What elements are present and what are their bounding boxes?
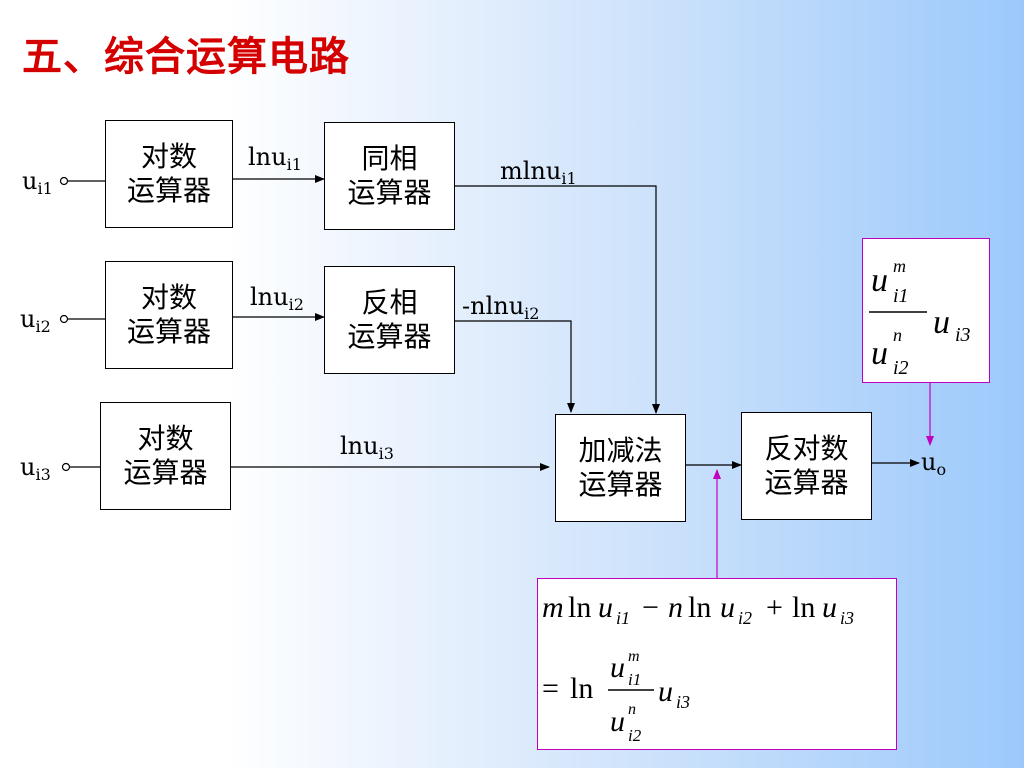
- svg-text:i2: i2: [893, 357, 909, 379]
- svg-text:n: n: [893, 325, 902, 345]
- formula-top: u m i1 u n i2 u i3: [862, 238, 990, 383]
- svg-text:ln: ln: [688, 591, 711, 624]
- block-label-1: 对数: [137, 422, 194, 455]
- block-label-2: 运算器: [764, 466, 849, 499]
- svg-text:+: +: [766, 591, 783, 624]
- svg-text:n: n: [628, 701, 636, 718]
- signal-nlnui2: -nlnui2: [462, 292, 540, 323]
- svg-text:m: m: [893, 256, 906, 276]
- svg-text:u: u: [871, 335, 888, 372]
- svg-text:i3: i3: [955, 324, 971, 346]
- block-label-2: 运算器: [126, 315, 211, 348]
- input-terminal-1: [59, 176, 69, 186]
- add-subtract-amp: 加减法 运算器: [555, 414, 686, 522]
- block-label-1: 加减法: [578, 434, 663, 467]
- block-label-2: 运算器: [123, 456, 208, 489]
- inverting-amp: 反相 运算器: [324, 266, 455, 374]
- formula-top-expression: u m i1 u n i2 u i3: [869, 256, 971, 379]
- wire-nln2: [455, 320, 575, 413]
- svg-text:−: −: [642, 591, 659, 624]
- log-amp-1: 对数 运算器: [105, 120, 233, 228]
- block-label-2: 运算器: [347, 320, 432, 353]
- svg-text:i3: i3: [840, 608, 854, 628]
- log-amp-3: 对数 运算器: [100, 402, 231, 510]
- svg-text:u: u: [933, 304, 950, 341]
- svg-text:i3: i3: [676, 692, 690, 712]
- svg-text:ln: ln: [568, 591, 591, 624]
- svg-text:m: m: [628, 648, 640, 665]
- svg-text:u: u: [610, 705, 625, 738]
- svg-text:ln: ln: [570, 672, 593, 705]
- svg-text:i1: i1: [893, 285, 909, 307]
- svg-text:i1: i1: [628, 670, 641, 689]
- input-terminal-3: [61, 462, 71, 472]
- formula-bottom-expression: m ln u i1 − n ln u i2 + ln u i3 = ln u m…: [542, 591, 854, 745]
- signal-lnui1: lnui1: [248, 143, 302, 174]
- block-label-1: 同相: [361, 142, 418, 175]
- signal-lnui2: lnui2: [250, 283, 304, 314]
- block-label-2: 运算器: [578, 468, 663, 501]
- block-label-1: 反相: [361, 286, 418, 319]
- noninverting-amp: 同相 运算器: [324, 122, 455, 230]
- svg-text:u: u: [720, 591, 735, 624]
- svg-text:i2: i2: [738, 608, 752, 628]
- block-label-1: 对数: [140, 140, 197, 173]
- block-label-1: 反对数: [764, 432, 849, 465]
- signal-mlnui1: mlnui1: [500, 157, 577, 188]
- svg-text:m: m: [542, 591, 564, 624]
- signal-lnui3: lnui3: [340, 432, 394, 463]
- svg-text:u: u: [871, 262, 888, 299]
- wire-mln1: [455, 185, 660, 414]
- svg-text:n: n: [668, 591, 683, 624]
- block-label-2: 运算器: [347, 176, 432, 209]
- signal-ui3: ui3: [20, 453, 51, 484]
- signal-uo: uo: [921, 448, 947, 479]
- svg-text:u: u: [658, 675, 673, 708]
- svg-text:u: u: [610, 651, 625, 684]
- log-amp-2: 对数 运算器: [105, 261, 233, 369]
- svg-text:i2: i2: [628, 726, 642, 745]
- formula-bottom: m ln u i1 − n ln u i2 + ln u i3 = ln u m…: [537, 578, 897, 750]
- svg-text:u: u: [598, 591, 613, 624]
- signal-ui1: ui1: [22, 167, 53, 198]
- page-title: 五、综合运算电路: [22, 34, 350, 80]
- antilog-amp: 反对数 运算器: [741, 412, 872, 520]
- block-label-2: 运算器: [126, 174, 211, 207]
- svg-text:ln: ln: [792, 591, 815, 624]
- block-label-1: 对数: [140, 281, 197, 314]
- svg-text:i1: i1: [616, 608, 630, 628]
- input-terminal-2: [59, 314, 69, 324]
- svg-text:=: =: [542, 672, 559, 705]
- signal-ui2: ui2: [20, 305, 51, 336]
- svg-text:u: u: [822, 591, 837, 624]
